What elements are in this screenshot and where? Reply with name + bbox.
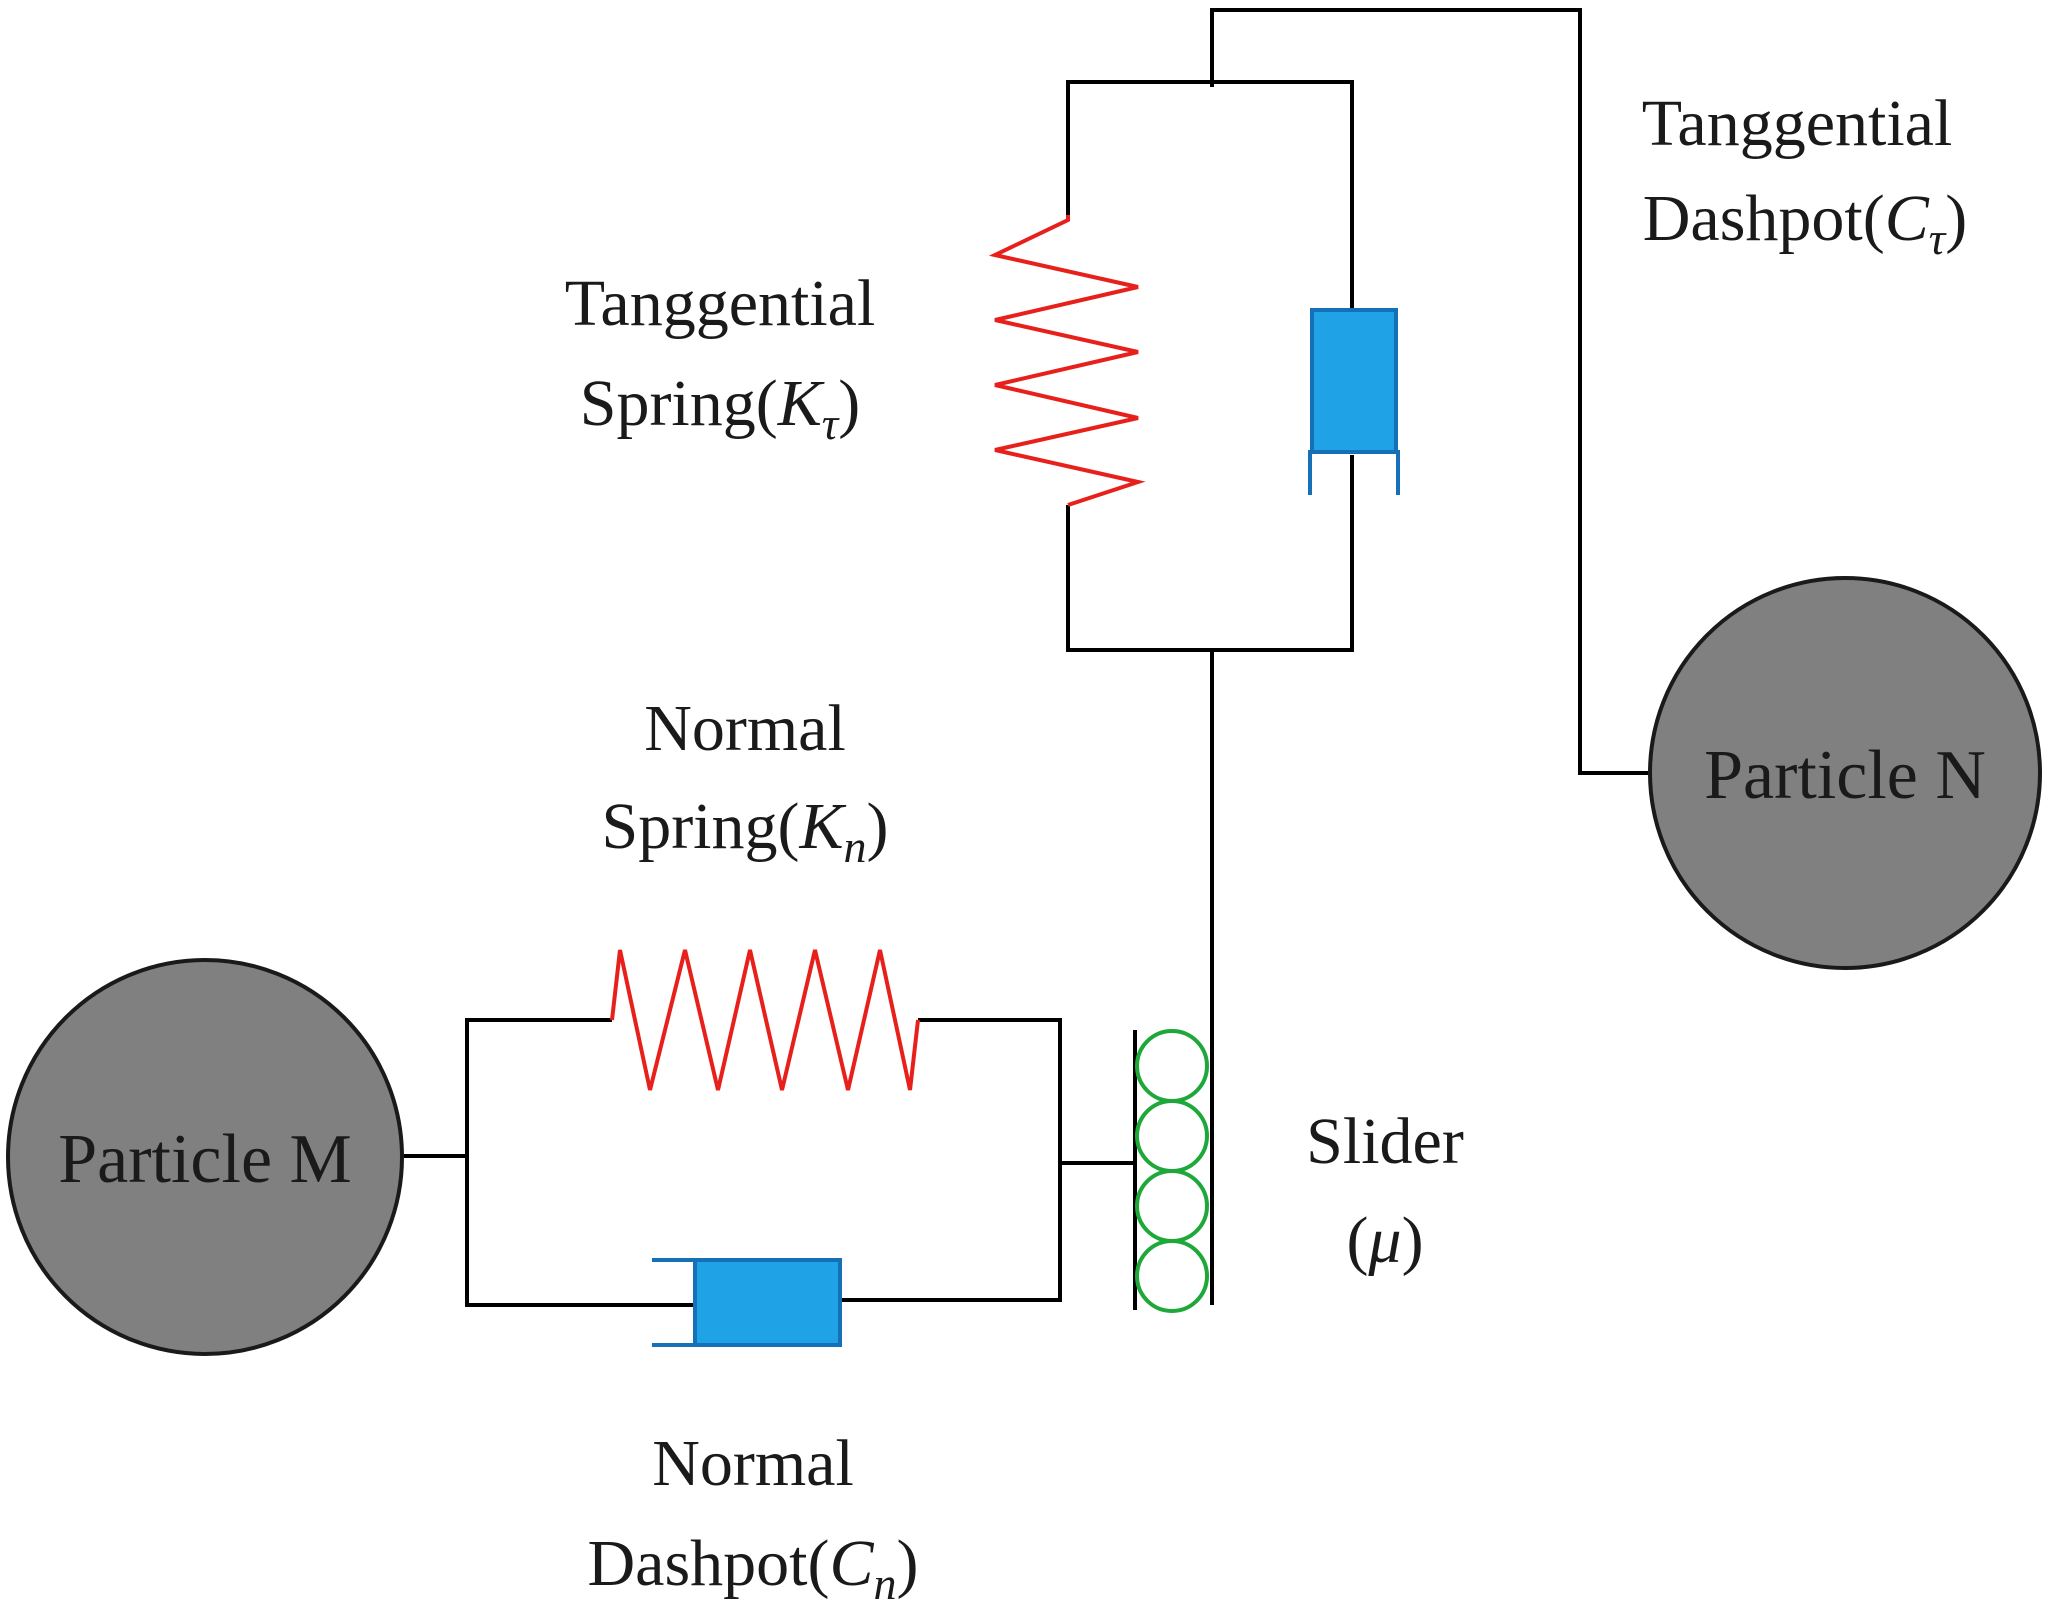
- wires: [400, 8, 1650, 1307]
- normal-dashpot: [652, 1258, 842, 1347]
- particle-n: Particle N: [1648, 576, 2042, 970]
- particle-m: Particle M: [6, 958, 404, 1356]
- particle-m-circle: [6, 958, 404, 1356]
- slider-roller: [1135, 1029, 1209, 1103]
- slider: [1133, 1029, 1209, 1313]
- label-slider: Slider (μ): [1306, 1105, 1464, 1277]
- label-tangential-spring: Tanggential Spring(Kτ): [565, 267, 876, 449]
- slider-roller: [1135, 1099, 1209, 1173]
- label-normal-spring-line2: Spring(Kn): [601, 790, 888, 872]
- wire-top-to-particle-n: [1210, 8, 1650, 775]
- slider-roller: [1135, 1239, 1209, 1313]
- particle-n-label: Particle N: [1704, 737, 1986, 814]
- wire-tangential-top-bar: [1066, 80, 1354, 310]
- label-tangential-dashpot-line1: Tanggential: [1642, 87, 1953, 160]
- label-normal-spring-line1: Normal: [644, 692, 846, 765]
- wire-normal-frame-right: [840, 1018, 1062, 1302]
- normal-spring: [610, 949, 920, 1091]
- label-tangential-spring-line2: Spring(Kτ): [580, 367, 860, 449]
- tangential-dashpot-body: [1310, 308, 1398, 454]
- label-slider-line1: Slider: [1306, 1105, 1464, 1178]
- label-normal-spring: Normal Spring(Kn): [601, 692, 888, 872]
- label-normal-dashpot-line1: Normal: [652, 1427, 854, 1500]
- normal-dashpot-piston: [652, 1258, 697, 1347]
- label-slider-line2: (μ): [1346, 1204, 1423, 1277]
- label-tangential-dashpot: Tanggential Dashpot(Cτ): [1642, 87, 1968, 264]
- slider-roller: [1135, 1169, 1209, 1243]
- tangential-dashpot-piston: [1308, 450, 1400, 495]
- normal-dashpot-body: [693, 1258, 842, 1347]
- tangential-dashpot: [1308, 308, 1400, 495]
- label-tangential-spring-line1: Tanggential: [565, 267, 876, 340]
- label-normal-dashpot: Normal Dashpot(Cn): [588, 1427, 919, 1606]
- label-tangential-dashpot-line2: Dashpot(Cτ): [1643, 182, 1967, 264]
- tangential-spring: [988, 215, 1146, 507]
- wire-normal-frame-left: [465, 1018, 695, 1307]
- particle-m-label: Particle M: [58, 1121, 352, 1198]
- particle-n-circle: [1648, 576, 2042, 970]
- label-normal-dashpot-line2: Dashpot(Cn): [588, 1527, 919, 1606]
